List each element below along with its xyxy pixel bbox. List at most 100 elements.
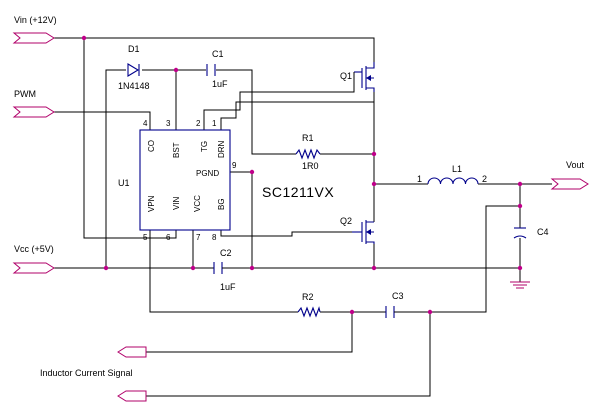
port-vcc: Vcc (+5V) — [12, 244, 55, 274]
resistor-r2-symbol — [297, 306, 321, 318]
wire-isense-b — [146, 312, 431, 397]
junction-r2 — [349, 309, 355, 315]
junction-pgnd — [249, 265, 255, 271]
wire-vin-to-u1-vin — [83, 38, 177, 239]
diode-d1-ref: D1 — [128, 44, 140, 54]
ic-u1-ref: U1 — [118, 178, 130, 188]
port-pwm-arrow — [12, 106, 55, 118]
pin-num-7: 7 — [196, 233, 201, 242]
wire-d1-anode — [105, 69, 126, 268]
port-isense-b-arrow — [117, 390, 147, 402]
junction-vin — [81, 35, 87, 41]
pin-name-vin: VIN — [172, 196, 181, 210]
port-vin: Vin (+12V) — [12, 15, 57, 44]
capacitor-c2-value: 1uF — [220, 282, 236, 292]
resistor-r1-value: 1R0 — [302, 161, 319, 171]
diode-d1-symbol — [127, 63, 140, 77]
wire-c1-right — [216, 69, 296, 155]
pin-num-6: 6 — [166, 233, 171, 242]
mosfet-q2: Q2 — [340, 216, 375, 244]
mosfet-q1: Q1 — [340, 62, 375, 92]
port-isense: Inductor Current Signal — [40, 346, 147, 402]
wire-pwm-to-co — [54, 111, 151, 130]
junction-r1 — [371, 151, 377, 157]
wire-pgnd — [229, 171, 253, 268]
resistor-r1: R1 1R0 — [295, 133, 321, 171]
diode-d1: D1 1N4148 — [118, 44, 150, 91]
pin-name-bg: BG — [217, 198, 226, 210]
diode-d1-value: 1N4148 — [118, 81, 150, 91]
pin-num-2: 2 — [196, 119, 201, 128]
resistor-r1-symbol — [295, 148, 321, 160]
port-vout-arrow — [550, 178, 589, 190]
pin-name-tg: TG — [200, 141, 209, 152]
capacitor-c1-value: 1uF — [212, 79, 228, 89]
mosfet-q1-ref: Q1 — [340, 71, 352, 81]
port-vcc-label: Vcc (+5V) — [14, 244, 54, 254]
junction-q2-src — [371, 265, 377, 271]
inductor-l1: L1 1 2 — [417, 164, 487, 185]
pin-num-9: 9 — [232, 161, 237, 170]
wires — [54, 37, 552, 397]
capacitor-c1-ref: C1 — [212, 49, 224, 59]
capacitor-c2-ref: C2 — [220, 248, 232, 258]
ic-u1-body — [139, 129, 231, 231]
ic-u1: U1 SC1211VX 4 3 2 1 CO BST TG DRN 5 6 7 … — [118, 119, 334, 242]
capacitor-c4-plate-b — [513, 235, 527, 239]
pin-name-bst: BST — [172, 142, 181, 158]
port-pwm: PWM — [12, 89, 55, 118]
inductor-l1-ref: L1 — [452, 164, 462, 174]
resistor-r2-ref: R2 — [302, 292, 314, 302]
port-isense-a-arrow — [117, 346, 147, 358]
junction-bst — [173, 67, 179, 73]
junctions — [81, 35, 523, 315]
ic-u1-part: SC1211VX — [262, 184, 334, 200]
wire-drn — [220, 101, 374, 130]
junction-sw — [371, 181, 377, 187]
pin-name-vcc: VCC — [193, 195, 202, 212]
port-vout: Vout — [550, 160, 589, 190]
wire-tg-to-q1 — [203, 82, 355, 130]
inductor-l1-pin2: 2 — [482, 174, 487, 184]
capacitor-c2: C2 1uF — [213, 248, 236, 292]
mosfet-q1-arrow — [366, 75, 371, 81]
wire-vpn — [149, 230, 298, 313]
junction-c3 — [427, 309, 433, 315]
junction-gnd — [517, 265, 523, 271]
junction-vout — [517, 181, 523, 187]
ground-symbol — [510, 281, 530, 289]
wire-vin-rail — [54, 37, 375, 62]
pin-num-3: 3 — [166, 119, 171, 128]
resistor-r1-ref: R1 — [302, 133, 314, 143]
junction-c4-fb — [517, 203, 523, 209]
pin-name-vpn: VPN — [147, 195, 156, 212]
pin-num-5: 5 — [143, 233, 148, 242]
capacitor-c1: C1 1uF — [206, 49, 228, 89]
mosfet-q2-arrow — [366, 229, 371, 235]
capacitor-c4: C4 — [513, 227, 549, 239]
wire-isense-a — [146, 312, 353, 353]
wire-bg-to-q2 — [220, 230, 352, 237]
port-vin-arrow — [12, 32, 55, 44]
junction-d1-anode — [103, 265, 109, 271]
pin-name-pgnd: PGND — [196, 169, 219, 178]
port-vcc-arrow — [12, 262, 55, 274]
wire-c3-right — [396, 205, 520, 313]
resistor-r2: R2 — [297, 292, 321, 318]
inductor-l1-pin1: 1 — [417, 174, 422, 184]
capacitor-c3-ref: C3 — [392, 291, 404, 301]
pin-num-1: 1 — [212, 119, 217, 128]
port-isense-label: Inductor Current Signal — [40, 368, 133, 378]
pin-num-4: 4 — [143, 119, 148, 128]
inductor-l1-symbol — [427, 177, 479, 185]
port-vout-label: Vout — [566, 160, 585, 170]
port-vin-label: Vin (+12V) — [14, 15, 57, 25]
port-pwm-label: PWM — [14, 89, 36, 99]
pin-name-co: CO — [147, 140, 156, 152]
capacitor-c3: C3 — [385, 291, 404, 318]
mosfet-q2-ref: Q2 — [340, 216, 352, 226]
pin-num-8: 8 — [212, 233, 217, 242]
capacitor-c4-ref: C4 — [537, 227, 549, 237]
junction-pgnd-pin — [249, 169, 255, 175]
